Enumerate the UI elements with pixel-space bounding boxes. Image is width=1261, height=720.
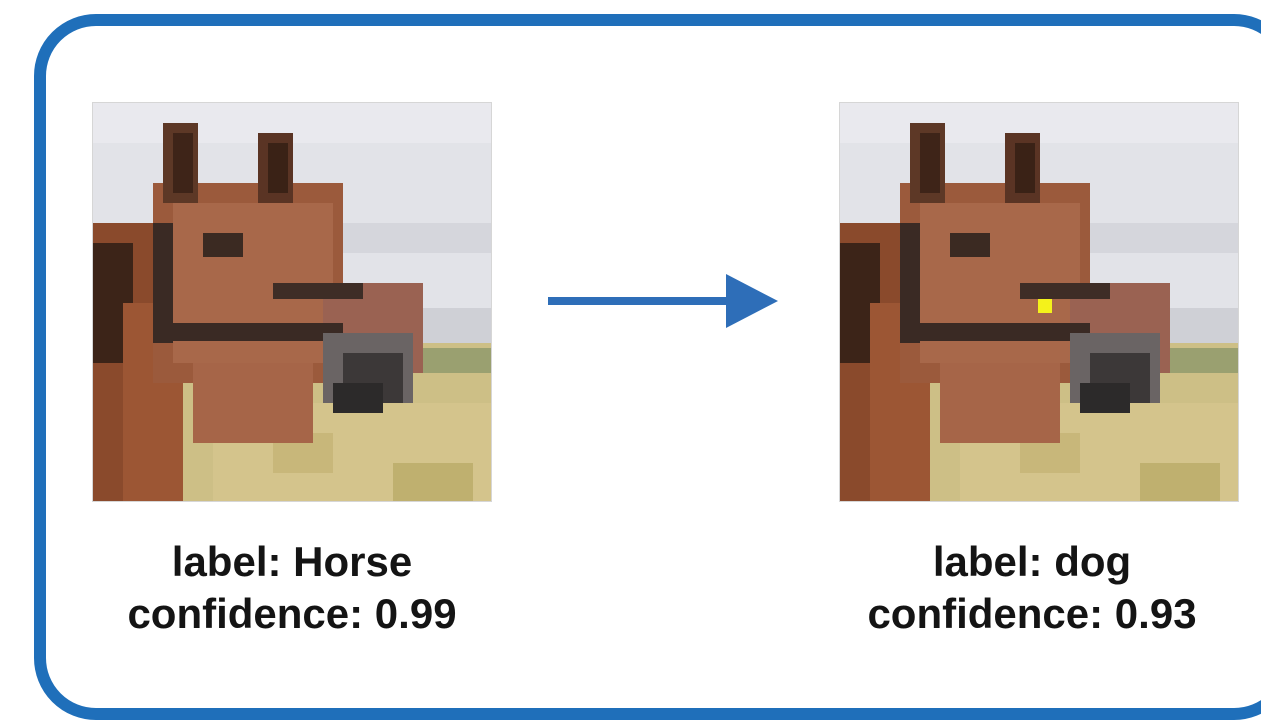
original-caption: label: Horse confidence: 0.99 <box>52 536 532 640</box>
original-horse-image <box>92 102 492 502</box>
adversarial-horse-image <box>839 102 1239 502</box>
horse-pixelated-image-perturbed <box>840 103 1238 501</box>
horse-pixelated-image <box>93 103 491 501</box>
original-confidence-text: confidence: 0.99 <box>127 590 457 637</box>
right-arrow-icon <box>548 272 780 330</box>
adversarial-caption: label: dog confidence: 0.93 <box>792 536 1261 640</box>
original-label-text: label: Horse <box>171 538 413 585</box>
perturbed-pixel <box>1038 299 1052 313</box>
adversarial-label-text: label: dog <box>932 538 1132 585</box>
adversarial-confidence-text: confidence: 0.93 <box>867 590 1197 637</box>
